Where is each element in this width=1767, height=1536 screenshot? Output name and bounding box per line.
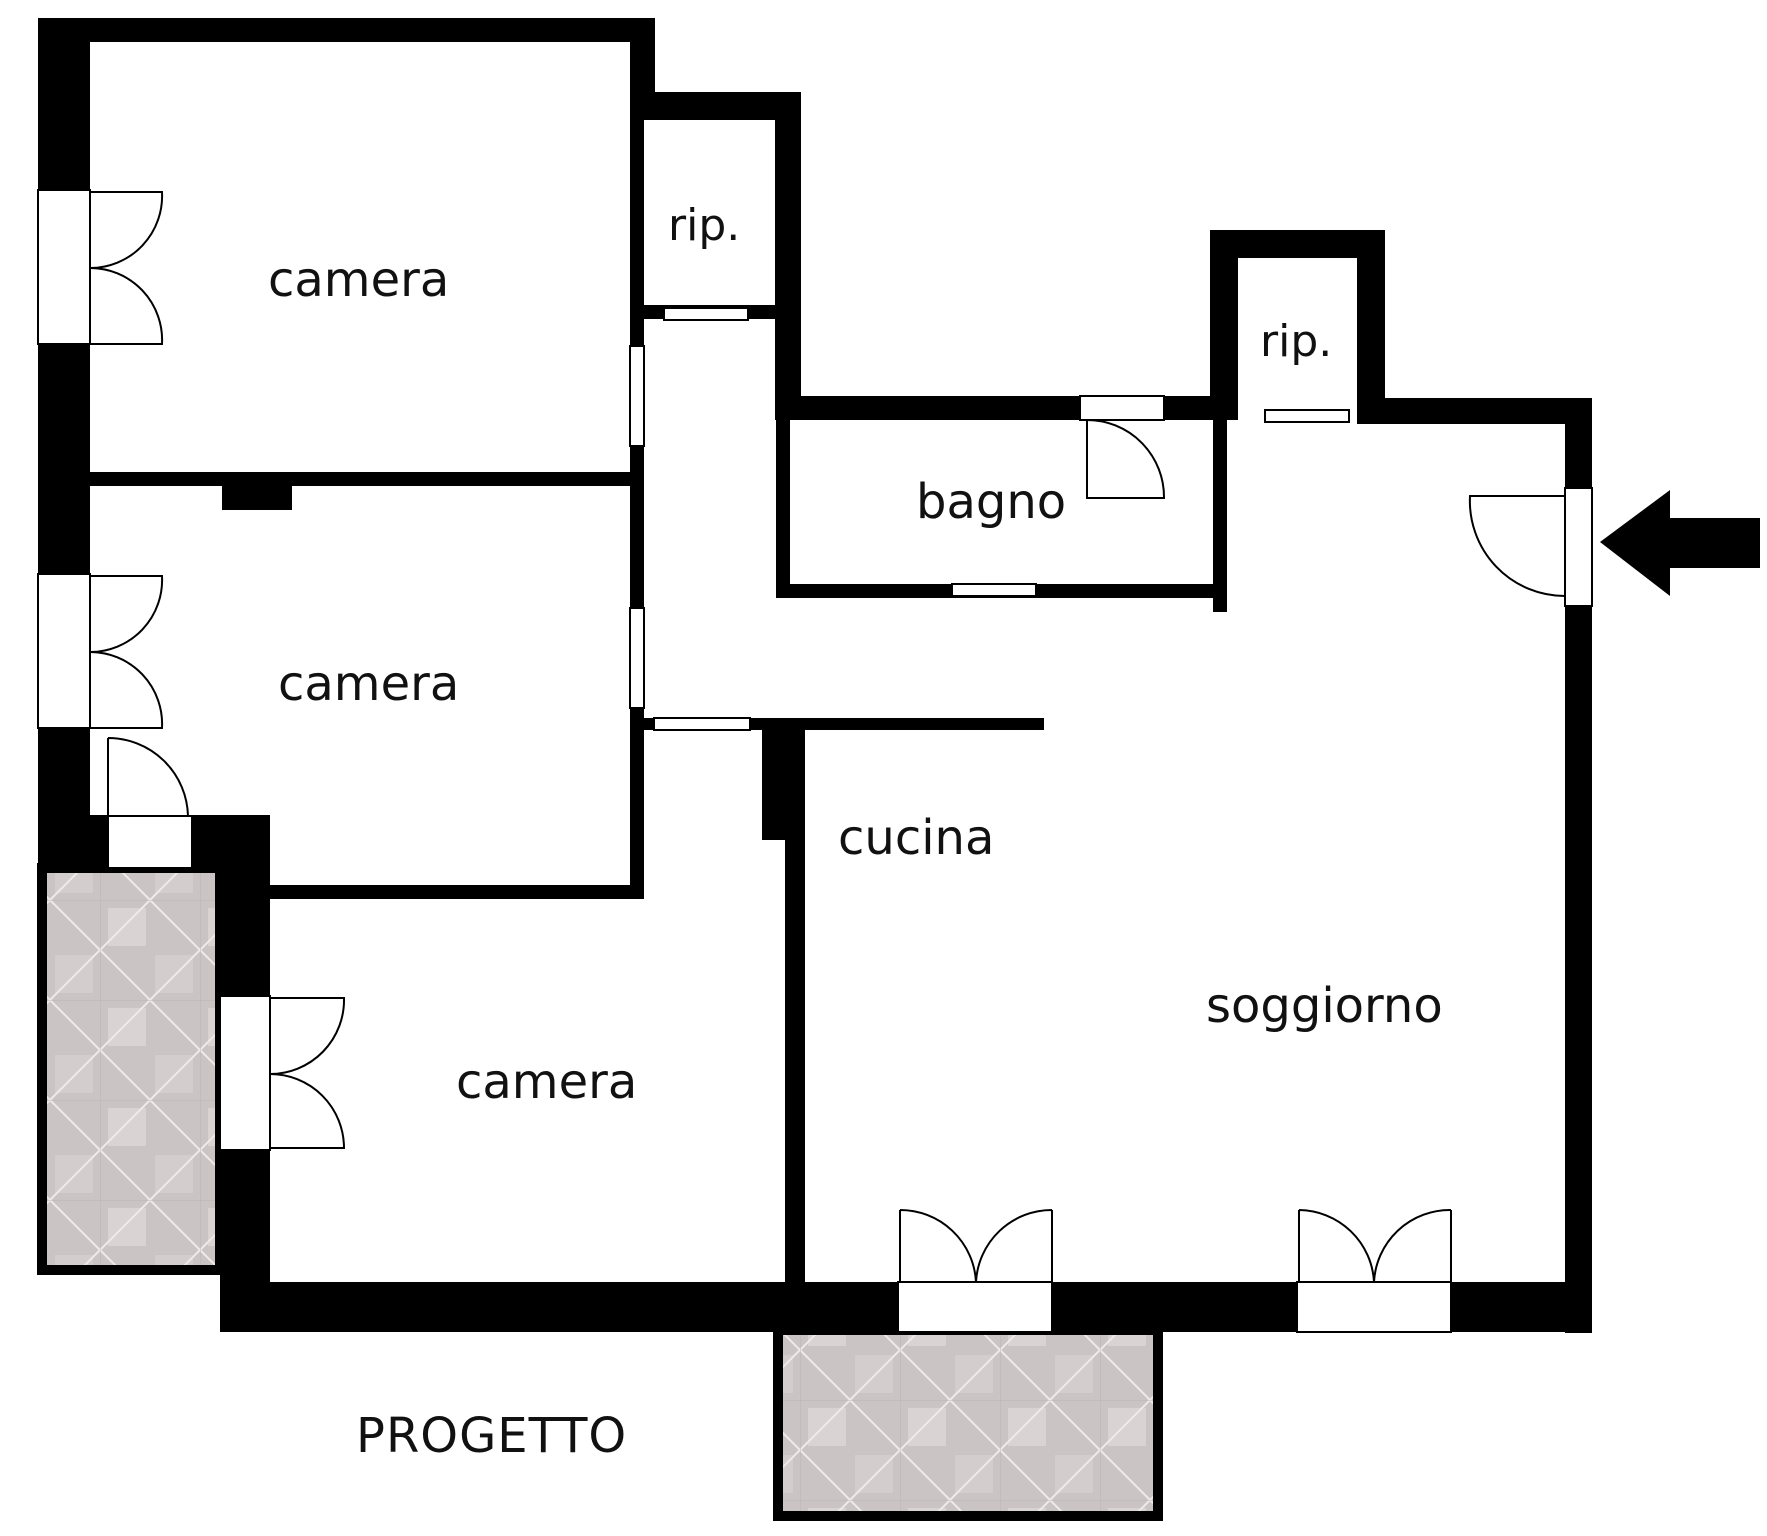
room-label-bagno: bagno <box>916 474 1067 530</box>
balcony-left <box>37 863 225 1275</box>
room-label-soggiorno: soggiorno <box>1206 978 1443 1034</box>
room-label-camera-3: camera <box>456 1054 638 1110</box>
room-label-rip-1: rip. <box>668 200 741 251</box>
room-label-cucina: cucina <box>838 810 995 866</box>
plan-caption: PROGETTO <box>356 1408 628 1464</box>
exterior-walls <box>38 18 1592 1333</box>
openings <box>37 189 1593 1333</box>
room-label-camera-2: camera <box>278 656 460 712</box>
arrow-left-icon <box>1600 490 1760 596</box>
balcony-bottom <box>773 1325 1163 1521</box>
room-label-camera-1: camera <box>268 252 450 308</box>
room-label-rip-2: rip. <box>1260 316 1333 367</box>
door-swings <box>89 191 1566 1283</box>
